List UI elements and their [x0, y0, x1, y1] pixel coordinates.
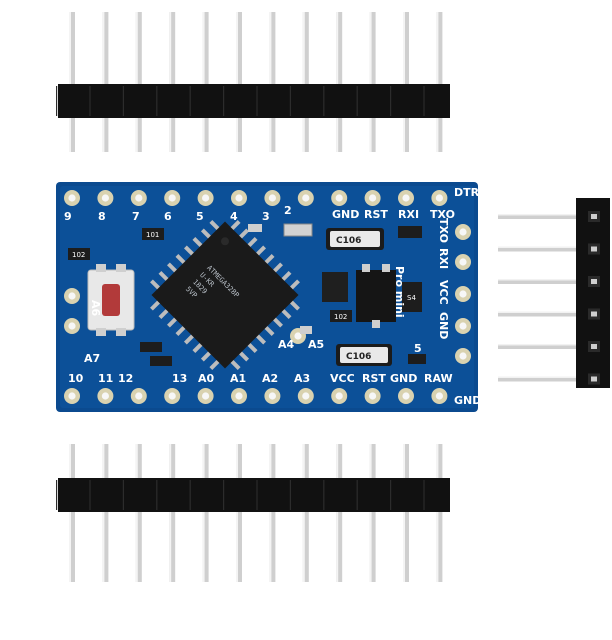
bottom-pin-label: A0 — [198, 372, 215, 385]
bottom-header-pin — [403, 444, 409, 582]
top-header-pin — [403, 12, 409, 152]
bottom-pin-label: RAW — [424, 372, 453, 385]
side-labels: A4 A5 A7 A6 Pro mini 5 — [84, 266, 422, 365]
pcb-pads — [64, 190, 471, 404]
bottom-pin-label: VCC — [330, 372, 355, 385]
label-pro-mini: Pro mini — [393, 266, 406, 318]
bottom-pin-label: RST — [362, 372, 386, 385]
top-pin-label: 2 — [284, 204, 292, 217]
right-header-pin — [498, 376, 578, 382]
top-header-pin — [102, 12, 109, 152]
top-pin-label: RXI — [398, 208, 419, 221]
right-edge-label: GND — [437, 312, 450, 339]
top-pin-label: 3 — [262, 210, 270, 223]
bottom-pin-label: GND — [390, 372, 417, 385]
top-pin-label: 8 — [98, 210, 106, 223]
top-header-pin — [169, 12, 176, 152]
bottom-pin-label: 12 — [118, 372, 133, 385]
cap-label-bottom: C106 — [346, 352, 371, 362]
label-a5: A5 — [308, 338, 324, 351]
label-a4: A4 — [278, 338, 295, 351]
bottom-pin-label: GND — [454, 394, 481, 407]
part-label-102a: 102 — [72, 251, 85, 259]
right-edge-label: TXO — [437, 218, 450, 243]
top-header-pin — [436, 12, 443, 152]
bottom-header-pin — [69, 444, 75, 582]
bottom-header-pin — [269, 444, 276, 582]
capacitor-c106-bottom: C106 — [336, 344, 392, 366]
bottom-header-pin — [336, 444, 343, 582]
right-header-pin — [498, 279, 578, 284]
right-header-plastic — [576, 198, 610, 388]
bottom-header-pin — [369, 444, 376, 582]
label-a7: A7 — [84, 352, 100, 365]
right-header-pin — [498, 214, 578, 219]
bottom-header-pin — [436, 444, 443, 582]
right-angle-pin-header — [498, 198, 610, 388]
bottom-pin-label: A2 — [262, 372, 278, 385]
top-header-pin — [369, 12, 376, 152]
top-pin-header — [56, 12, 450, 152]
top-pin-label: 5 — [196, 210, 204, 223]
top-pin-label: 6 — [164, 210, 172, 223]
bottom-header-pin — [236, 444, 242, 582]
top-pin-label: TXO — [430, 208, 455, 221]
top-header-pin — [135, 12, 142, 152]
top-header-pin — [236, 12, 242, 152]
bottom-header-pin — [102, 444, 109, 582]
bottom-pin-label: A1 — [230, 372, 246, 385]
top-header-pin — [336, 12, 343, 152]
top-pin-label: GND — [332, 208, 359, 221]
top-pin-label: 7 — [132, 210, 140, 223]
right-header-pin — [498, 246, 578, 252]
cap-label-top: C106 — [336, 236, 361, 246]
voltage-regulator — [322, 264, 396, 328]
part-label-101: 101 — [146, 231, 159, 239]
part-label-102b: 102 — [334, 313, 347, 321]
capacitor-c106-top: C106 — [326, 228, 384, 250]
top-pin-label: 4 — [230, 210, 238, 223]
top-header-pin — [302, 12, 309, 152]
right-edge-label: RXI — [437, 248, 450, 269]
right-header-pin — [498, 344, 578, 349]
bottom-pin-label: 13 — [172, 372, 187, 385]
label-5: 5 — [414, 342, 422, 355]
bottom-pin-label: 11 — [98, 372, 113, 385]
top-pin-label: 9 — [64, 210, 72, 223]
top-header-pin — [69, 12, 75, 152]
bottom-pin-label: A3 — [294, 372, 310, 385]
bottom-header-pin — [202, 444, 209, 582]
right-edge-label: VCC — [437, 280, 450, 305]
right-header-pin — [498, 311, 578, 317]
bottom-pin-header — [56, 444, 450, 582]
bottom-header-pin — [135, 444, 142, 582]
bottom-pin-label: 10 — [68, 372, 84, 385]
smd-parts: 101 102 102 S4 — [68, 223, 426, 366]
part-label-s4: S4 — [407, 294, 416, 302]
top-header-pin — [202, 12, 209, 152]
top-pin-label: RST — [364, 208, 388, 221]
bottom-header-pin — [302, 444, 309, 582]
right-edge-labels: TXO RXI VCC GND — [437, 218, 450, 339]
reset-button — [87, 264, 135, 336]
top-pin-label: DTR — [454, 186, 480, 199]
label-a6: A6 — [89, 300, 102, 317]
bottom-header-pin — [169, 444, 176, 582]
top-header-pin — [269, 12, 276, 152]
